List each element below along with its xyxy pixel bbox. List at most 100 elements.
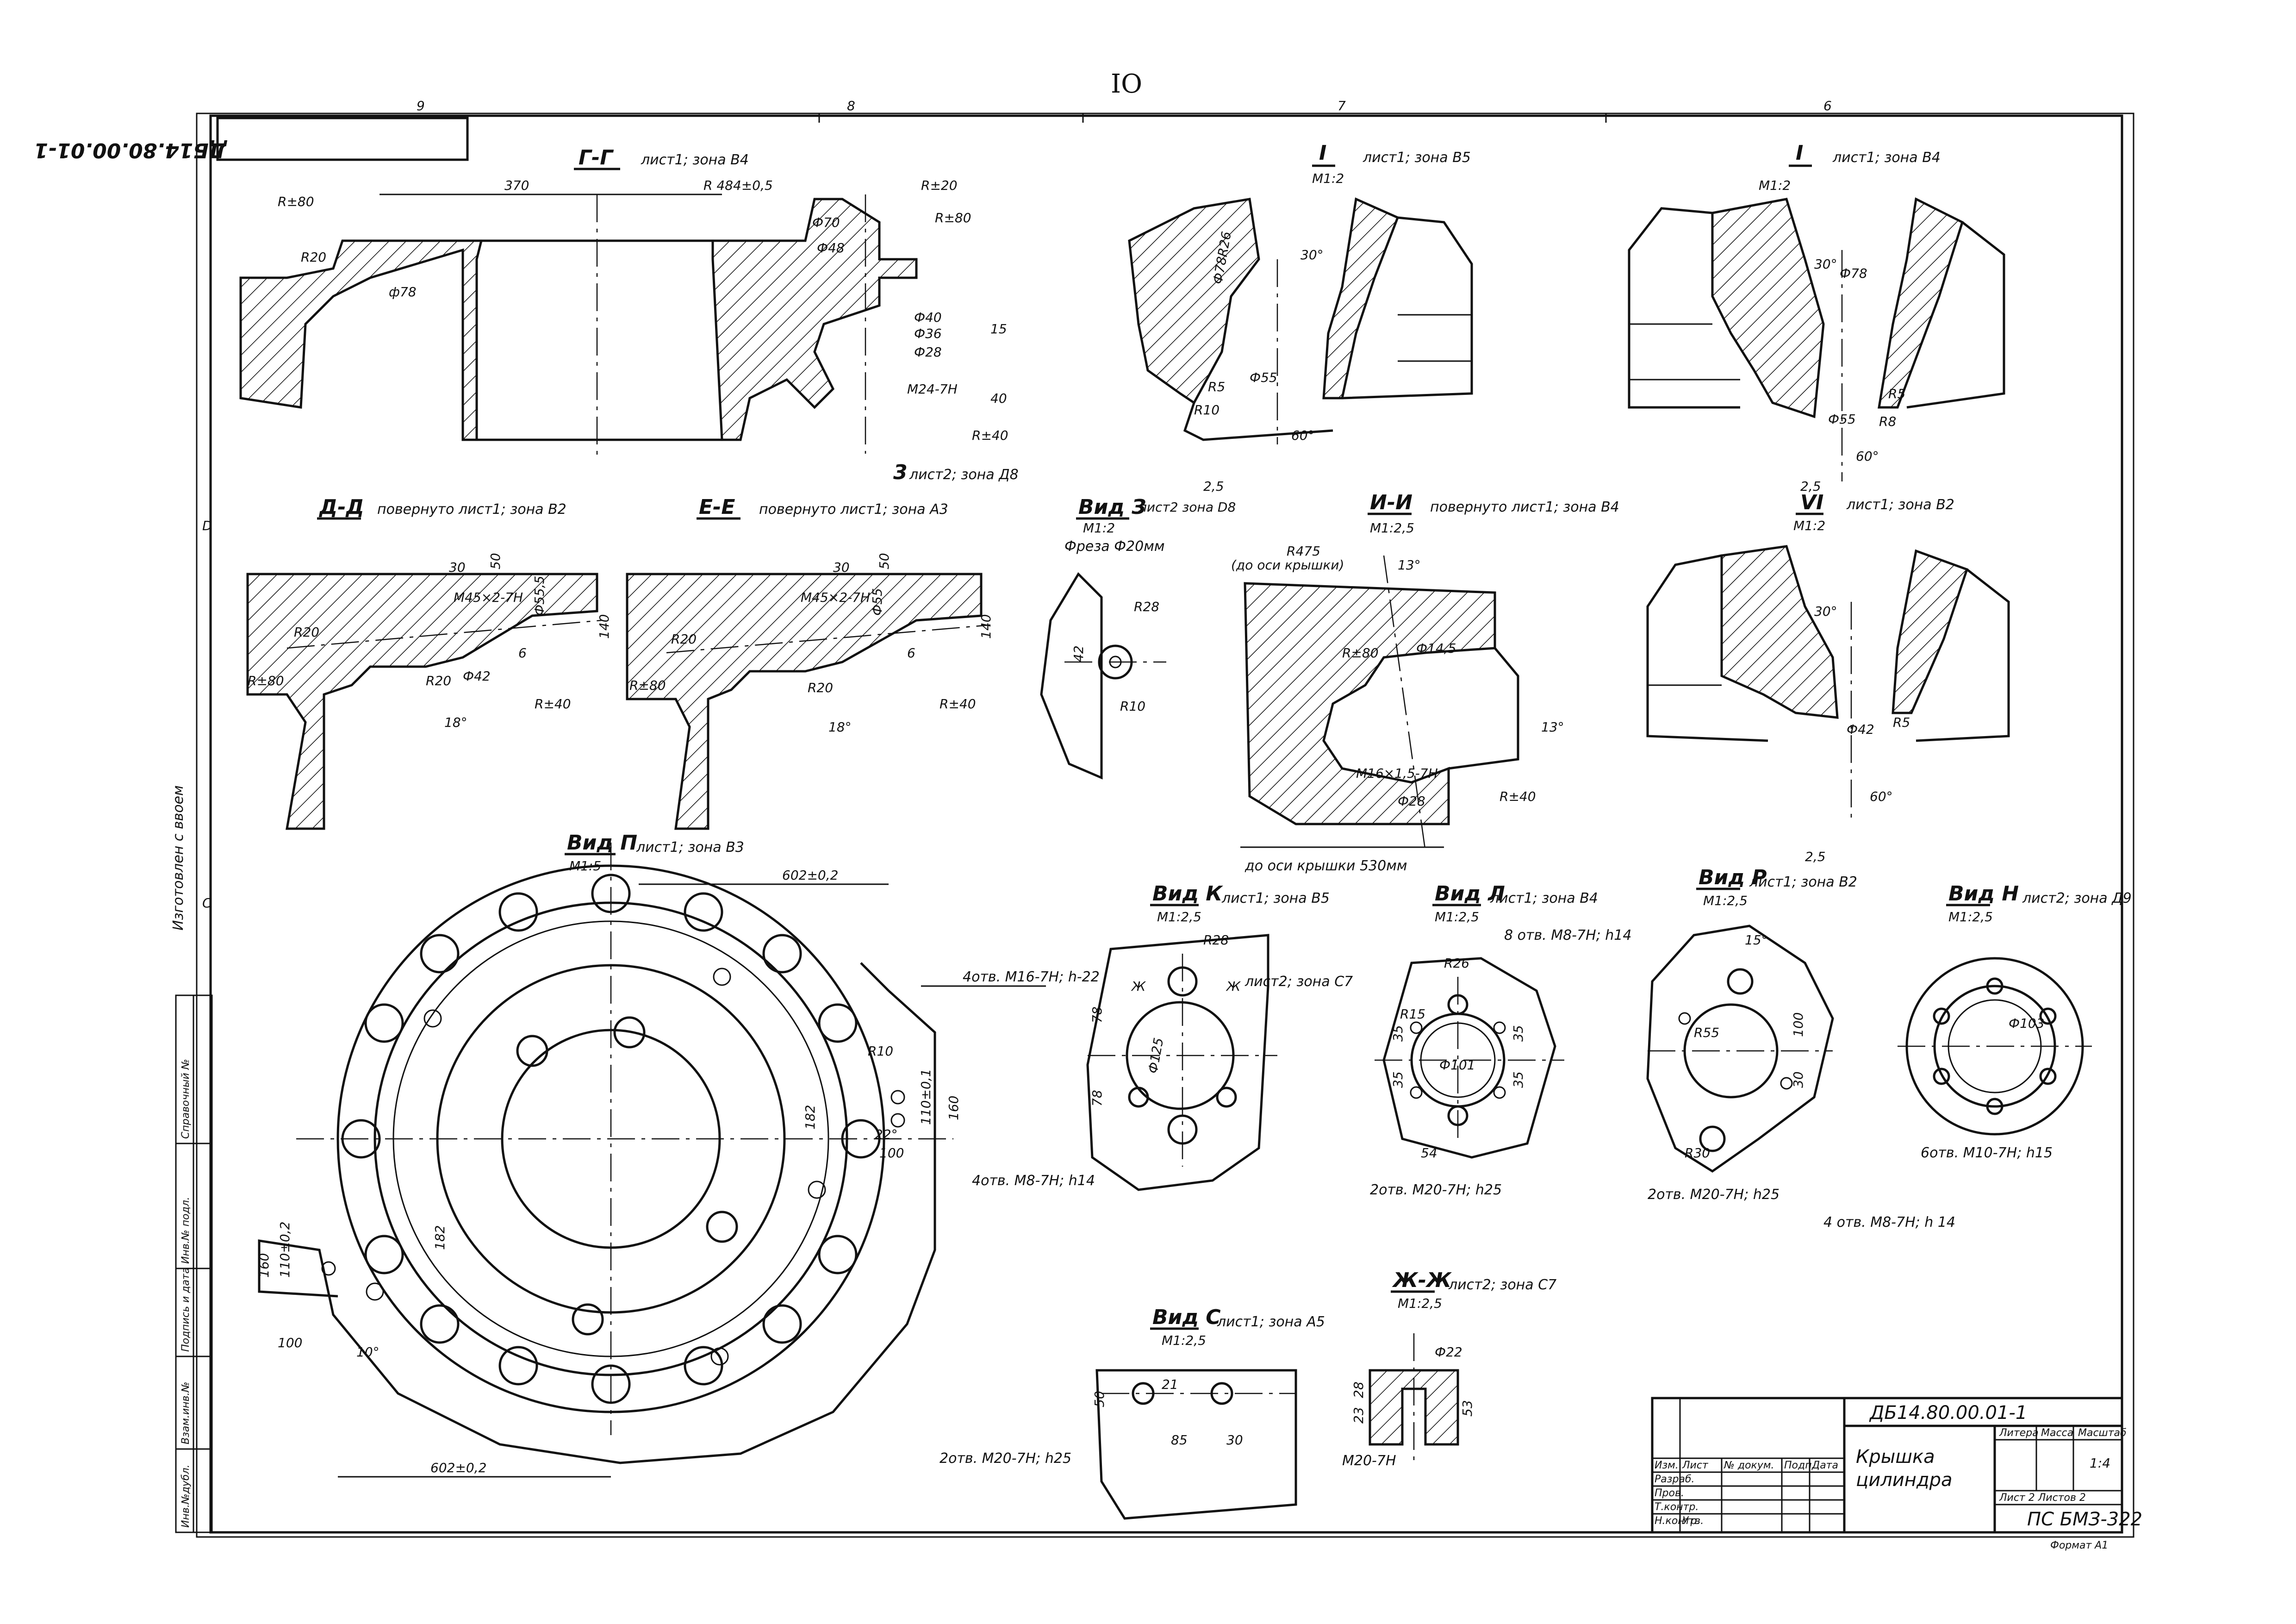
tb-scale-header: Масштаб <box>2078 1427 2127 1439</box>
side-box-3: Подпись и дата <box>180 1268 192 1352</box>
view-vi-scale: M1:2 <box>1793 518 1825 533</box>
r-dim-r30: R30 <box>1685 1145 1710 1161</box>
ee-dim-30: 30 <box>833 560 850 575</box>
corner-code-box: ДБ14.80.00.01-1 <box>34 117 469 162</box>
grid-columns: 9 8 7 6 D C <box>202 98 1832 911</box>
i2-dim-60deg: 60° <box>1856 449 1879 464</box>
p-dim-110-left: 110±0,2 <box>277 1222 292 1278</box>
z-dim-42: 42 <box>1071 645 1086 662</box>
view-r-scale: M1:2,5 <box>1703 893 1748 908</box>
p-dim-22deg: 22° <box>875 1127 898 1142</box>
view-vi: VI лист1; зона В2 M1:2 30° Ф42 60° R5 2,… <box>1646 491 2010 864</box>
gg-dim-r20-right: R±20 <box>921 178 958 193</box>
view-s-scale: M1:2,5 <box>1162 1333 1206 1348</box>
p-dim-182-left: 182 <box>432 1225 448 1250</box>
gg-dim-f40: Ф40 <box>914 310 942 325</box>
p-dim-r10: R10 <box>868 1043 893 1059</box>
ee-dim-18deg: 18° <box>828 719 852 735</box>
dd-dim-f55: Ф55,5 <box>532 576 547 616</box>
side-stamp: Изготовлен с ввоем <box>170 785 187 931</box>
view-gg-title: Г-Г <box>579 146 614 169</box>
i1-dim-60deg: 60° <box>1291 428 1314 443</box>
side-box-5: Инв.№дубл. <box>180 1464 192 1528</box>
view-z-note: лист2 зона D8 <box>1138 500 1236 515</box>
grid-col-9: 9 <box>417 98 425 113</box>
view-l-note: лист1; зона В4 <box>1490 890 1598 906</box>
view-zhzh: Ж-Ж лист2; зона С7 M1:2,5 Ф22 23 28 53 M… <box>1342 1268 1556 1469</box>
view-s-title: Вид С <box>1152 1305 1221 1329</box>
view-ii-title: И-И <box>1370 491 1412 514</box>
grid-col-6: 6 <box>1823 98 1832 113</box>
p-dim-10deg: 10° <box>356 1344 380 1360</box>
view-ee-note: повернуто лист1; зона А3 <box>759 501 948 518</box>
view-l-scale: M1:2,5 <box>1435 909 1479 924</box>
r-dim-r55: R55 <box>1694 1025 1719 1040</box>
ee-dim-50: 50 <box>877 553 892 569</box>
ii-dim-m16: M16×1,5-7H <box>1356 766 1438 781</box>
i2-dim-r8: R8 <box>1879 414 1896 429</box>
n-callout: 6отв. M10-7H; h15 <box>1921 1145 2053 1161</box>
gg-dim-r40: R±40 <box>972 428 1008 443</box>
view-l: Вид Л лист1; зона В4 M1:2,5 8 отв. M8-7H… <box>1370 882 1631 1198</box>
flange-bolt-holes <box>321 874 905 1404</box>
gg-dim-f48: Ф48 <box>817 240 845 256</box>
l-dim-54: 54 <box>1421 1145 1437 1161</box>
view-k-note: лист1; зона В5 <box>1221 890 1330 906</box>
k-dim-78-bottom: 78 <box>1089 1090 1105 1106</box>
view-zhzh-title: Ж-Ж <box>1392 1268 1452 1292</box>
gg-dim-370: 370 <box>504 178 529 193</box>
p-dim-160-right: 160 <box>946 1096 961 1120</box>
gg-dim-15: 15 <box>990 321 1007 337</box>
view-i2-scale: M1:2 <box>1759 178 1791 193</box>
tb-row-tkontr: Т.контр. <box>1655 1501 1699 1513</box>
gg-dim-r484: R 484±0,5 <box>703 178 773 193</box>
view-dd-title: Д-Д <box>318 495 364 519</box>
view-p-title: Вид П <box>567 831 637 855</box>
dd-dim-r40: R±40 <box>535 696 571 712</box>
dd-dim-18deg: 18° <box>444 715 467 730</box>
view-i2-note: лист1; зона В4 <box>1832 150 1941 166</box>
i1-dim-2-5: 2,5 <box>1203 479 1224 494</box>
ii-dim-r40: R±40 <box>1500 789 1536 804</box>
view-ee: Е-Е повернуто лист1; зона А3 30 50 M45×2… <box>626 495 994 830</box>
ii-dim-13deg-2: 13° <box>1541 719 1564 735</box>
i2-dim-f78: Ф78 <box>1840 266 1867 281</box>
tb-designation: ДБ14.80.00.01-1 <box>1869 1402 2027 1424</box>
view-i-detail-2: I лист1; зона В4 M1:2 30° Ф78 Ф55 60° R8… <box>1628 141 2005 494</box>
outer-frame <box>196 112 2134 1538</box>
p-dim-100-left: 100 <box>278 1335 302 1350</box>
ii-dim-f14: Ф14,5 <box>1416 641 1456 656</box>
dd-dim-140: 140 <box>597 614 612 639</box>
tb-mass: Масса <box>2041 1427 2073 1439</box>
view-p-note: лист1; зона В3 <box>636 839 744 856</box>
tb-org: ПС БМЗ-322 <box>2027 1509 2142 1530</box>
ii-dim-to-axis: (до оси крышки) <box>1231 557 1344 573</box>
p-dim-110-right: 110±0,1 <box>918 1069 933 1125</box>
i1-dim-r5: R5 <box>1208 379 1225 394</box>
gg-dim-m24: M24-7H <box>907 381 958 397</box>
r-dim-30: 30 <box>1791 1071 1806 1088</box>
n-dim-f103: Ф103 <box>2009 1016 2045 1031</box>
zhzh-dim-28: 28 <box>1351 1381 1366 1398</box>
view-z-mill: Фреза Ф20мм <box>1064 538 1164 555</box>
vi-dim-2-5: 2,5 <box>1805 849 1826 864</box>
l-callout-top: 8 отв. M8-7H; h14 <box>1504 927 1631 943</box>
l-dim-35-a: 35 <box>1390 1025 1406 1042</box>
tb-row-doc: № докум. <box>1724 1460 1774 1471</box>
s-dim-21: 21 <box>1162 1377 1178 1392</box>
view-z-scale: M1:2 <box>1083 520 1115 536</box>
zhzh-dim-m20: M20-7H <box>1342 1453 1396 1469</box>
p-callout: 4отв. M16-7H; h-22 <box>963 969 1100 985</box>
vi-dim-f42: Ф42 <box>1847 722 1874 737</box>
view-s-note: лист1; зона А5 <box>1217 1314 1325 1330</box>
page-number: IO <box>1111 69 1142 99</box>
k-note2: лист2; зона С7 <box>1244 974 1353 990</box>
p-dim-100-right: 100 <box>879 1145 904 1161</box>
k-dim-f125: Ф125 <box>1145 1037 1166 1074</box>
tb-row-podp: Подп. <box>1784 1460 1815 1471</box>
view-i1-title: I <box>1319 141 1326 165</box>
ii-dim-r475: R475 <box>1287 543 1320 559</box>
view-k-scale: M1:2,5 <box>1157 909 1201 924</box>
vi-dim-r5: R5 <box>1893 715 1910 730</box>
view-r-title: Вид Р <box>1699 866 1767 889</box>
